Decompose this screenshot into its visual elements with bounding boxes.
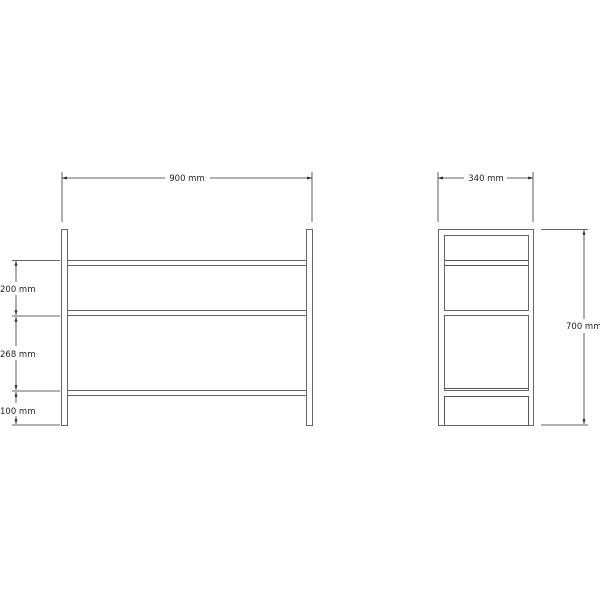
width-label: 900 mm bbox=[169, 174, 205, 184]
side-bottom-rail bbox=[444, 396, 529, 426]
height-dimension: 700 mm bbox=[541, 229, 600, 426]
side-upper-panel bbox=[444, 235, 529, 311]
top-shelf bbox=[67, 260, 307, 266]
spacing-label-top: 200 mm bbox=[0, 285, 36, 295]
side-view: 340 mm 700 mm bbox=[437, 172, 600, 426]
spacing-label-bottom: 100 mm bbox=[0, 407, 36, 417]
shelf-spacing-dimensions: 200 mm 268 mm 100 mm bbox=[0, 260, 60, 426]
front-view: 900 mm 200 mm 268 mm 100 mm bbox=[0, 172, 313, 426]
left-post bbox=[61, 229, 68, 426]
side-lower-panel bbox=[444, 315, 529, 391]
bottom-shelf bbox=[67, 390, 307, 396]
depth-dimension: 340 mm bbox=[437, 172, 534, 222]
middle-shelf bbox=[67, 310, 307, 316]
width-dimension: 900 mm bbox=[61, 172, 313, 222]
depth-label: 340 mm bbox=[468, 174, 504, 184]
right-post bbox=[306, 229, 313, 426]
spacing-label-middle: 268 mm bbox=[0, 350, 36, 360]
height-label: 700 mm bbox=[566, 322, 600, 332]
